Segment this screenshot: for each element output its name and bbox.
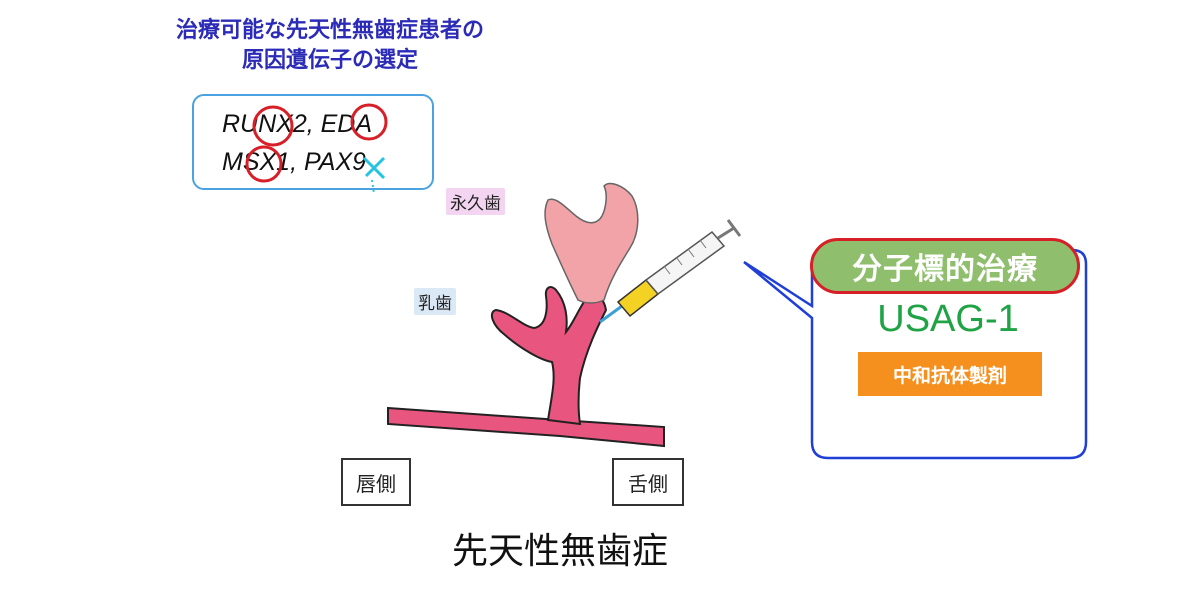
deciduous-tooth-label: 乳歯	[414, 288, 456, 315]
gene-selection-title-line2: 原因遺伝子の選定	[241, 48, 418, 73]
gene-selection-title: 治療可能な先天性無歯症患者の 原因遺伝子の選定	[60, 16, 600, 76]
gene-mark-eda-circle	[350, 103, 388, 141]
gene-list-line1: RUNX2, EDA	[222, 110, 373, 138]
gene-mark-pax9-dash	[371, 179, 375, 195]
permanent-tooth-bud	[544, 182, 639, 304]
diagnosis-label: 先天性無歯症	[451, 531, 668, 572]
labial-side-label: 唇側	[341, 458, 411, 506]
deciduous-tooth-germ	[490, 286, 608, 426]
gene-mark-msx1-circle	[245, 145, 283, 183]
gene-mark-runx2-circle	[252, 105, 294, 147]
lingual-side-label: 舌側	[612, 458, 684, 506]
jaw-band	[387, 406, 665, 448]
permanent-tooth-label: 永久歯	[446, 188, 505, 215]
gene-mark-pax9-cross	[362, 156, 386, 180]
neutralizing-antibody-tag: 中和抗体製剤	[858, 352, 1042, 396]
usag1-target-label: USAG-1	[877, 298, 1019, 340]
syringe-icon	[599, 219, 742, 324]
gene-selection-title-line1: 治療可能な先天性無歯症患者の	[175, 18, 484, 43]
molecular-targeted-therapy-badge: 分子標的治療	[810, 238, 1080, 294]
